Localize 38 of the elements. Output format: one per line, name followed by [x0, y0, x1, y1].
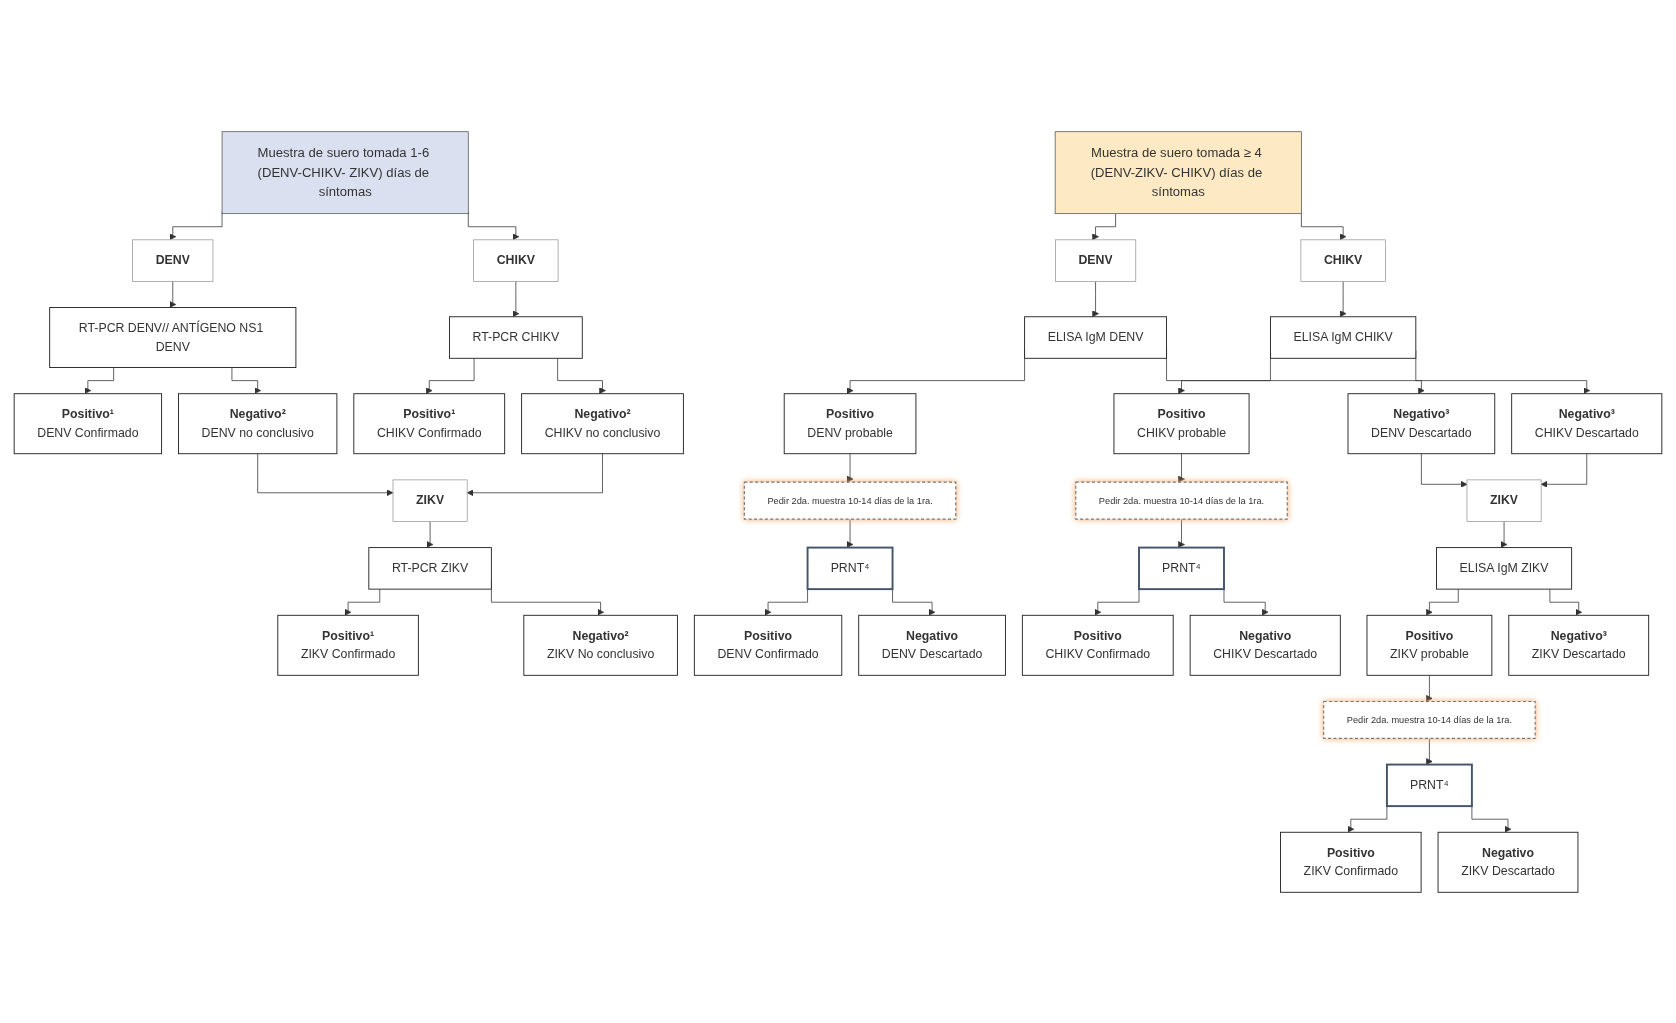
node-box: Negativo DENV Descartado	[858, 614, 1006, 676]
node-box: Muestra de suero tomada 1-6 (DENV-CHIKV- ZIKV) días de síntomas	[221, 130, 469, 214]
node-box: ELISA IgM ZIKV	[1436, 546, 1573, 590]
node-box: RT-PCR ZIKV	[368, 546, 492, 590]
node-box: Positivo CHIKV Confirmado	[1021, 614, 1174, 676]
node-box: Negativo² DENV no conclusivo	[178, 392, 338, 454]
node-box: ELISA IgM DENV	[1024, 315, 1167, 359]
node-box: Muestra de suero tomada ≥ 4 (DENV-ZIKV- CHIKV) días de síntomas	[1054, 130, 1302, 214]
node-box: Negativo ZIKV Descartado	[1437, 831, 1579, 893]
node-box: Pedir 2da. muestra 10-14 días de la 1ra.	[743, 481, 957, 520]
node-box: Negativo² ZIKV No conclusivo	[523, 614, 678, 676]
node-box: DENV	[132, 238, 214, 282]
node-box: PRNT⁴	[1385, 763, 1473, 807]
node-box: Positivo DENV Confirmado	[693, 614, 843, 676]
node-box: Positivo CHIKV probable	[1113, 392, 1250, 454]
node-box: ELISA IgM CHIKV	[1270, 315, 1417, 359]
node-box: Positivo DENV probable	[783, 392, 917, 454]
node-box: PRNT⁴	[1138, 546, 1225, 590]
node-box: Pedir 2da. muestra 10-14 días de la 1ra.	[1075, 481, 1288, 520]
node-box: PRNT⁴	[806, 546, 894, 590]
node-box: Negativo³ CHIKV Descartado	[1511, 392, 1663, 454]
node-box: DENV	[1055, 238, 1137, 282]
node-box: Positivo ZIKV Confirmado	[1280, 831, 1422, 893]
node-box: CHIKV	[473, 238, 559, 282]
node-box: Positivo¹ CHIKV Confirmado	[353, 392, 506, 454]
node-box: Positivo ZIKV probable	[1366, 614, 1493, 676]
node-box: Pedir 2da. muestra 10-14 días de la 1ra.	[1323, 700, 1536, 739]
node-box: ZIKV	[1466, 479, 1542, 522]
node-box: RT-PCR CHIKV	[449, 315, 583, 359]
node-box: Negativo³ DENV Descartado	[1347, 392, 1496, 454]
node-box: CHIKV	[1300, 238, 1386, 282]
node-box: Positivo¹ ZIKV Confirmado	[277, 614, 419, 676]
node-box: ZIKV	[392, 479, 468, 522]
node-box: Negativo² CHIKV no conclusivo	[521, 392, 684, 454]
node-box: Negativo³ ZIKV Descartado	[1508, 614, 1650, 676]
node-box: Positivo¹ DENV Confirmado	[13, 392, 163, 454]
node-box: Negativo CHIKV Descartado	[1189, 614, 1341, 676]
node-box: RT-PCR DENV// ANTÍGENO NS1 DENV	[49, 306, 297, 368]
